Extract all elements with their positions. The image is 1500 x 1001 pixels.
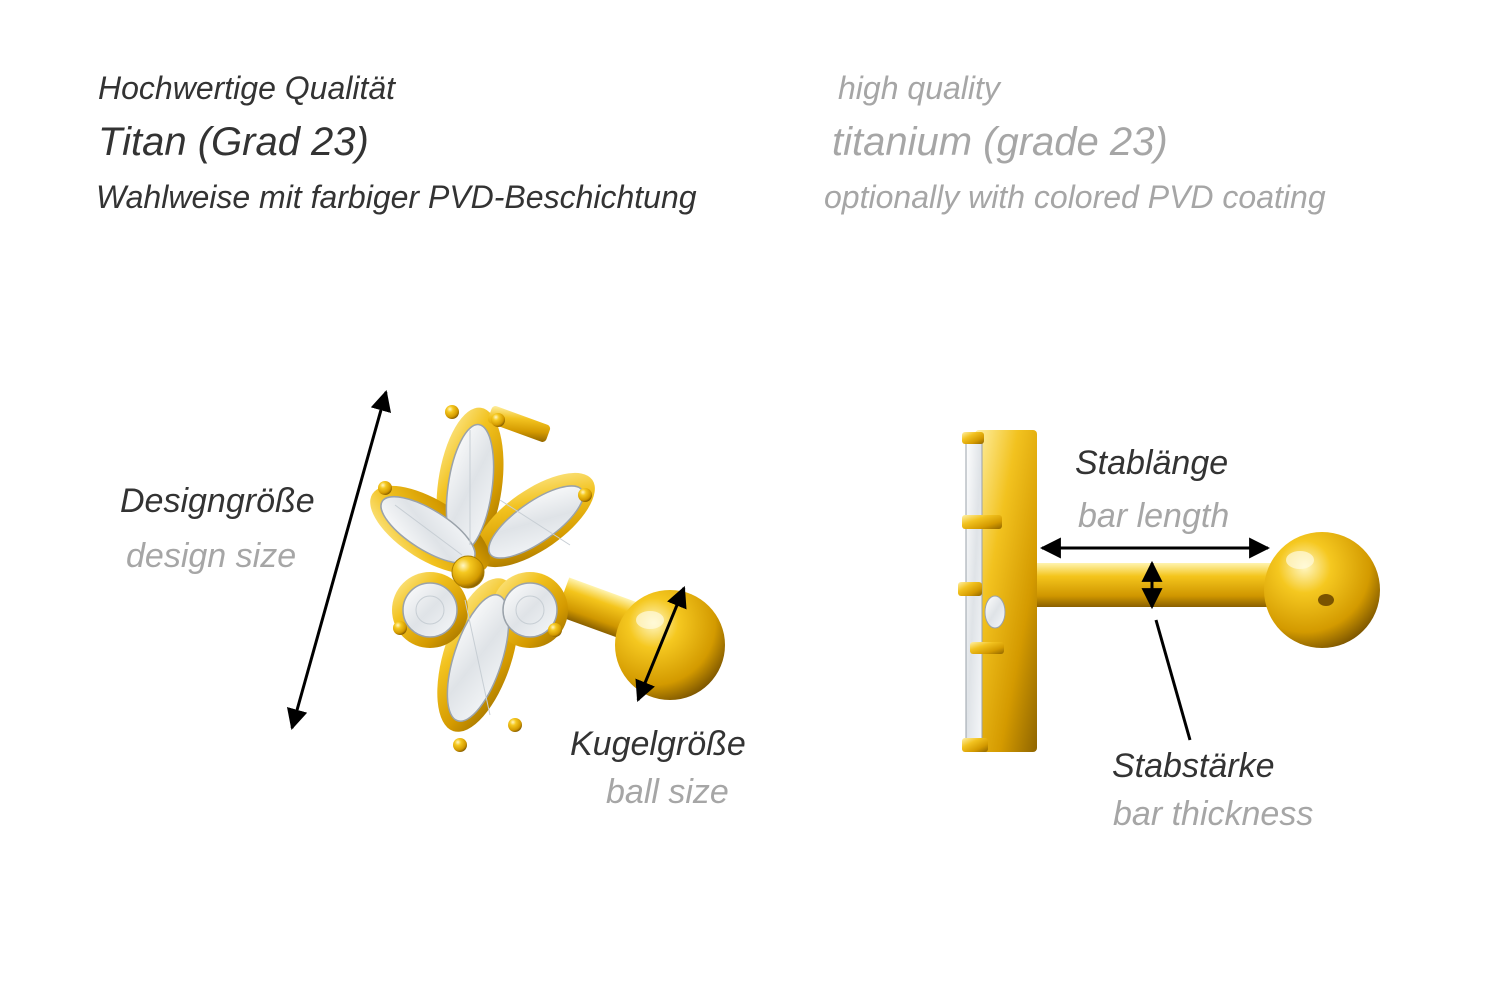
material-label-en: titanium (grade 23) <box>832 120 1168 164</box>
bar-thickness-label-de: Stabstärke <box>1112 747 1275 785</box>
design-size-label-de: Designgröße <box>120 482 315 520</box>
coating-label-de: Wahlweise mit farbiger PVD-Beschichtung <box>96 179 697 215</box>
bar-thickness-label-en: bar thickness <box>1113 795 1314 833</box>
ball-size-arrow <box>635 586 687 702</box>
ball-size-label-de: Kugelgröße <box>570 725 746 763</box>
bar-length-label-en: bar length <box>1078 497 1230 535</box>
quality-label-de: Hochwertige Qualität <box>98 70 396 106</box>
bar-thickness-leader <box>1154 619 1192 741</box>
flower-stud-front-view <box>370 405 725 752</box>
bar <box>1035 563 1275 607</box>
bar-length-label-de: Stablänge <box>1075 444 1229 482</box>
ball <box>615 590 725 700</box>
ball-size-label-en: ball size <box>606 773 729 811</box>
quality-label-en: high quality <box>838 70 1000 106</box>
design-size-label-en: design size <box>126 537 297 575</box>
coating-label-en: optionally with colored PVD coating <box>824 179 1326 215</box>
material-label-de: Titan (Grad 23) <box>98 120 369 164</box>
design-size-arrow <box>286 389 392 731</box>
side-ball <box>1264 532 1380 648</box>
